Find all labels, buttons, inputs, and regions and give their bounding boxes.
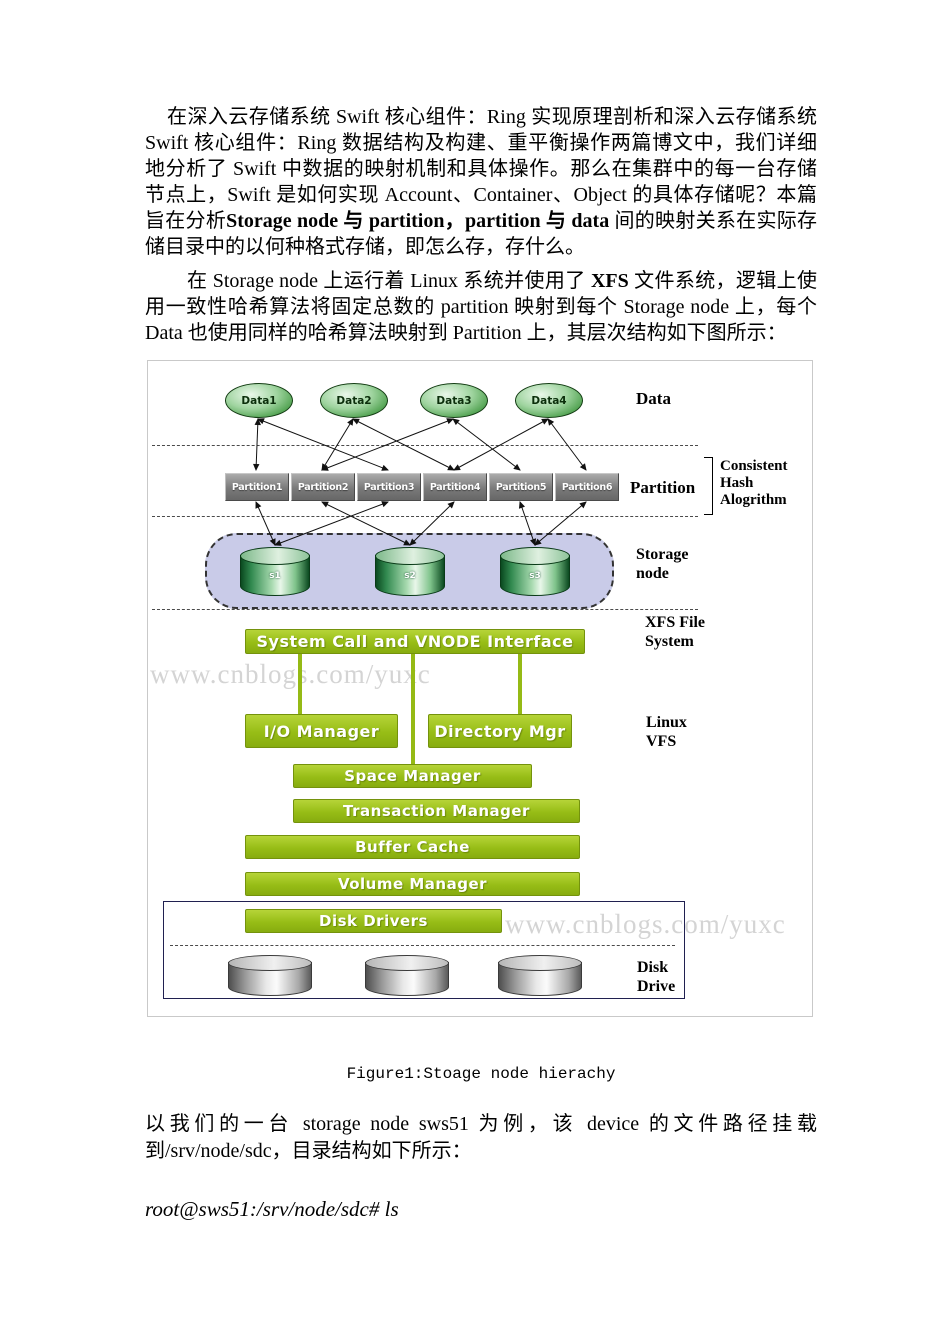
watermark-text: www.cnblogs.com/yuxc	[150, 659, 431, 689]
cylinder-top	[240, 547, 310, 565]
data-node-4: Data4	[515, 383, 583, 418]
storage-disk-1: s1	[240, 547, 310, 597]
paragraph-intro-bold: Storage node 与 partition，partition 与 dat…	[226, 210, 610, 232]
storage-disk-label: s3	[529, 571, 541, 581]
watermark-text: www.cnblogs.com/yuxc	[505, 909, 786, 939]
cylinder-top	[500, 547, 570, 565]
label-xfs-file-system: XFS File System	[645, 614, 705, 650]
paragraph-example: 以我们的一台 storage node sws51 为例，该 device 的文…	[145, 1113, 817, 1162]
layer-system-call: System Call and VNODE Interface	[245, 629, 585, 654]
storage-disk-3: s3	[500, 547, 570, 597]
storage-disk-label: s1	[269, 571, 281, 581]
data-node-3: Data3	[420, 383, 488, 418]
data-node-2: Data2	[320, 383, 388, 418]
layer-connector	[411, 653, 415, 765]
paragraph-intro-text-a: 在深入云存储系统 Swift 核心组件：Ring 实现原理剖析和深入云存储系统 …	[145, 106, 817, 232]
layer-transaction-manager: Transaction Manager	[293, 799, 580, 823]
terminal-line: root@sws51:/srv/node/sdc# ls	[145, 1197, 399, 1221]
paragraph-storage-text-a: 在 Storage node 上运行着 Linux 系统并使用了	[187, 270, 591, 292]
dashed-separator	[152, 609, 698, 610]
cylinder-top	[375, 547, 445, 565]
dashed-separator	[170, 945, 675, 946]
dashed-separator	[152, 445, 698, 446]
cylinder-top	[365, 955, 449, 971]
label-data: Data	[636, 389, 671, 408]
partition-box-2: Partition2	[291, 473, 355, 501]
storage-disk-2: s2	[375, 547, 445, 597]
paragraph-storage-text-b: 文件系统，逻辑上使用一致性哈希算法将固定总数的 partition 映射到每个 …	[145, 270, 818, 344]
cylinder-top	[498, 955, 582, 971]
partition-box-6: Partition6	[555, 473, 619, 501]
paragraph-intro: 在深入云存储系统 Swift 核心组件：Ring 实现原理剖析和深入云存储系统 …	[145, 104, 817, 260]
storage-disk-label: s2	[404, 571, 416, 581]
partition-box-1: Partition1	[225, 473, 289, 501]
paragraph-intro-text-b: 间的映射关系在实际存储目录中的以何种格式存储，即怎么存，存什么。	[145, 210, 818, 258]
partition-box-3: Partition3	[357, 473, 421, 501]
figure-caption: Figure1:Stoage node hierachy	[346, 1065, 616, 1083]
disk-drive-outline	[163, 901, 685, 999]
data-node-1: Data1	[225, 383, 293, 418]
paragraph-storage-node: 在 Storage node 上运行着 Linux 系统并使用了 XFS 文件系…	[145, 268, 817, 346]
label-storage-node: Storage node	[636, 546, 689, 582]
disk-drive-1	[228, 955, 312, 997]
layer-disk-drivers: Disk Drivers	[245, 909, 502, 933]
cylinder-top	[228, 955, 312, 971]
label-linux-vfs: Linux VFS	[646, 714, 687, 750]
layer-space-manager: Space Manager	[293, 764, 532, 788]
partition-box-5: Partition5	[489, 473, 553, 501]
layer-connector	[298, 653, 302, 715]
layer-volume-manager: Volume Manager	[245, 872, 580, 896]
paragraph-storage-bold: XFS	[590, 270, 629, 292]
layer-buffer-cache: Buffer Cache	[245, 835, 580, 859]
disk-drive-2	[365, 955, 449, 997]
storage-hierarchy-figure: www.cnblogs.com/yuxc www.cnblogs.com/yux…	[147, 360, 813, 1017]
partition-box-4: Partition4	[423, 473, 487, 501]
layer-connector	[518, 653, 522, 715]
layer-directory-mgr: Directory Mgr	[428, 714, 572, 748]
hash-bracket	[704, 457, 713, 515]
label-partition: Partition	[630, 478, 696, 497]
layer-io-manager: I/O Manager	[245, 714, 398, 748]
disk-drive-3	[498, 955, 582, 997]
label-disk-drive: Disk Drive	[637, 959, 676, 995]
document-content: 在深入云存储系统 Swift 核心组件：Ring 实现原理剖析和深入云存储系统 …	[145, 104, 817, 1222]
label-consistent-hash: Consistent Hash Alogrithm	[720, 458, 788, 508]
dashed-separator	[152, 516, 698, 517]
